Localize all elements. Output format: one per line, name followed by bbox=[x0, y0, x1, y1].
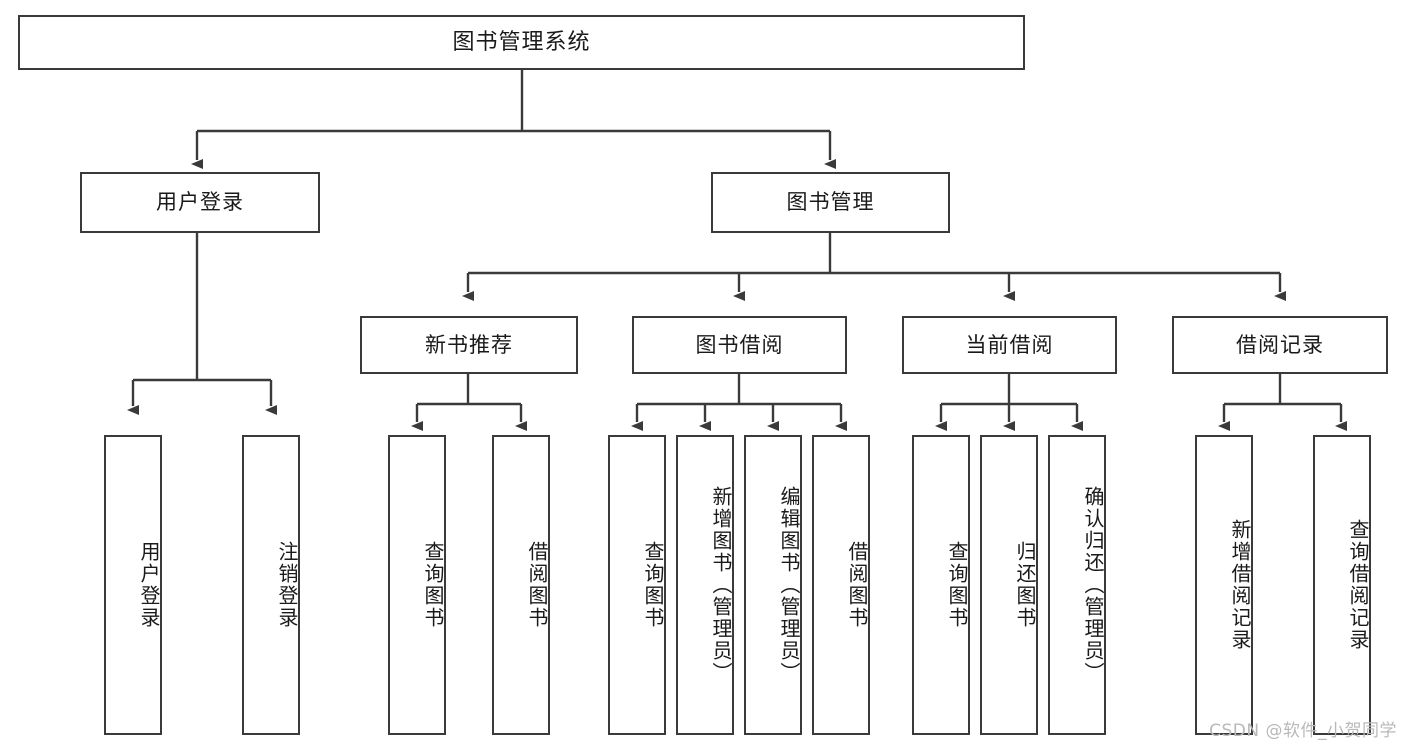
node-label: 新增图书（管理员） bbox=[709, 486, 733, 684]
leaf-user-login[interactable]: 用户登录 bbox=[104, 435, 162, 735]
leaf-confirm-return-admin[interactable]: 确认归还（管理员） bbox=[1048, 435, 1106, 735]
node-label: 查询图书 bbox=[641, 541, 665, 629]
node-label: 查询借阅记录 bbox=[1346, 519, 1370, 651]
node-root-system[interactable]: 图书管理系统 bbox=[18, 15, 1025, 70]
node-label: 借阅图书 bbox=[525, 541, 549, 629]
node-label: 归还图书 bbox=[1013, 541, 1037, 629]
leaf-borrow-book[interactable]: 借阅图书 bbox=[812, 435, 870, 735]
node-label: 编辑图书（管理员） bbox=[777, 486, 801, 684]
leaf-query-book-borrow[interactable]: 查询图书 bbox=[608, 435, 666, 735]
node-book-management[interactable]: 图书管理 bbox=[711, 172, 950, 233]
node-label: 借阅记录 bbox=[1236, 332, 1324, 357]
node-label: 注销登录 bbox=[275, 541, 299, 629]
node-label: 图书管理系统 bbox=[452, 29, 591, 55]
leaf-borrow-book-recommend[interactable]: 借阅图书 bbox=[492, 435, 550, 735]
node-label: 用户登录 bbox=[137, 541, 161, 629]
leaf-query-borrow-record[interactable]: 查询借阅记录 bbox=[1313, 435, 1371, 735]
leaf-add-borrow-record[interactable]: 新增借阅记录 bbox=[1195, 435, 1253, 735]
node-label: 图书借阅 bbox=[695, 332, 784, 357]
leaf-add-book-admin[interactable]: 新增图书（管理员） bbox=[676, 435, 734, 735]
node-user-login[interactable]: 用户登录 bbox=[80, 172, 320, 233]
node-label: 用户登录 bbox=[156, 190, 244, 215]
node-label: 新增借阅记录 bbox=[1228, 519, 1252, 651]
leaf-query-book-recommend[interactable]: 查询图书 bbox=[388, 435, 446, 735]
node-label: 图书管理 bbox=[786, 190, 875, 215]
leaf-edit-book-admin[interactable]: 编辑图书（管理员） bbox=[744, 435, 802, 735]
node-current-borrow[interactable]: 当前借阅 bbox=[902, 316, 1117, 374]
csdn-watermark: CSDN @软件_小贺同学 bbox=[1209, 721, 1397, 741]
node-book-borrow[interactable]: 图书借阅 bbox=[632, 316, 847, 374]
node-label: 查询图书 bbox=[421, 541, 445, 629]
leaf-query-book-current[interactable]: 查询图书 bbox=[912, 435, 970, 735]
node-label: 新书推荐 bbox=[425, 332, 513, 357]
node-borrow-records[interactable]: 借阅记录 bbox=[1172, 316, 1388, 374]
node-label: 查询图书 bbox=[945, 541, 969, 629]
leaf-logout[interactable]: 注销登录 bbox=[242, 435, 300, 735]
node-label: 借阅图书 bbox=[845, 541, 869, 629]
node-label: 当前借阅 bbox=[965, 332, 1054, 357]
node-label: 确认归还（管理员） bbox=[1081, 486, 1105, 684]
node-new-book-recommend[interactable]: 新书推荐 bbox=[360, 316, 578, 374]
leaf-return-book[interactable]: 归还图书 bbox=[980, 435, 1038, 735]
